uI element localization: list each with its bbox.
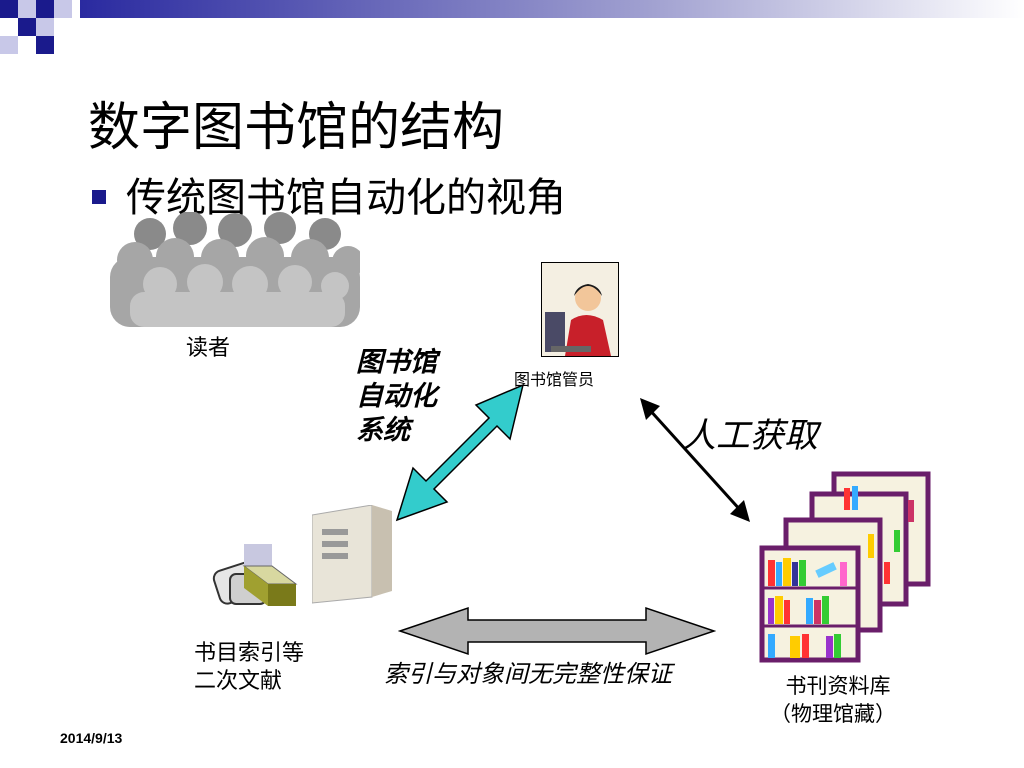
librarian-icon xyxy=(541,262,619,357)
slide-title: 数字图书馆的结构 xyxy=(88,98,505,158)
bullet-square xyxy=(92,190,106,204)
slide-date: 2014/9/13 xyxy=(60,730,123,746)
readers-label: 读者 xyxy=(186,336,231,361)
librarian-label: 图书馆管员 xyxy=(514,370,595,389)
readers-crowd-icon xyxy=(110,212,360,327)
catalog-label-line-2: 二次文献 xyxy=(194,669,283,694)
integrity-label: 索引与对象间无完整性保证 xyxy=(384,660,672,688)
automation-double-arrow xyxy=(395,383,525,522)
automation-label-line-1: 图书馆 xyxy=(356,347,437,378)
manual-access-arrow xyxy=(640,398,750,522)
server-icon xyxy=(312,505,392,604)
catalog-cards-icon xyxy=(212,544,298,606)
automation-system-label: 图书馆 自动化 系统 xyxy=(356,346,437,448)
integrity-double-arrow xyxy=(398,606,716,656)
bookshelves-icon xyxy=(759,471,931,663)
catalog-label: 书目索引等 二次文献 xyxy=(194,640,304,696)
collection-label-line-1: 书刊资料库 xyxy=(785,674,891,698)
manual-access-label: 人工获取 xyxy=(682,416,818,456)
collection-label-line-2: （物理馆藏） xyxy=(770,702,896,726)
automation-label-line-3: 系统 xyxy=(356,415,410,446)
collection-label: 书刊资料库 （物理馆藏） xyxy=(770,672,896,728)
catalog-label-line-1: 书目索引等 xyxy=(194,641,305,666)
bullet-text: 传统图书馆自动化的视角 xyxy=(126,175,566,221)
top-decoration-bar xyxy=(0,0,1024,54)
automation-label-line-2: 自动化 xyxy=(356,381,437,412)
